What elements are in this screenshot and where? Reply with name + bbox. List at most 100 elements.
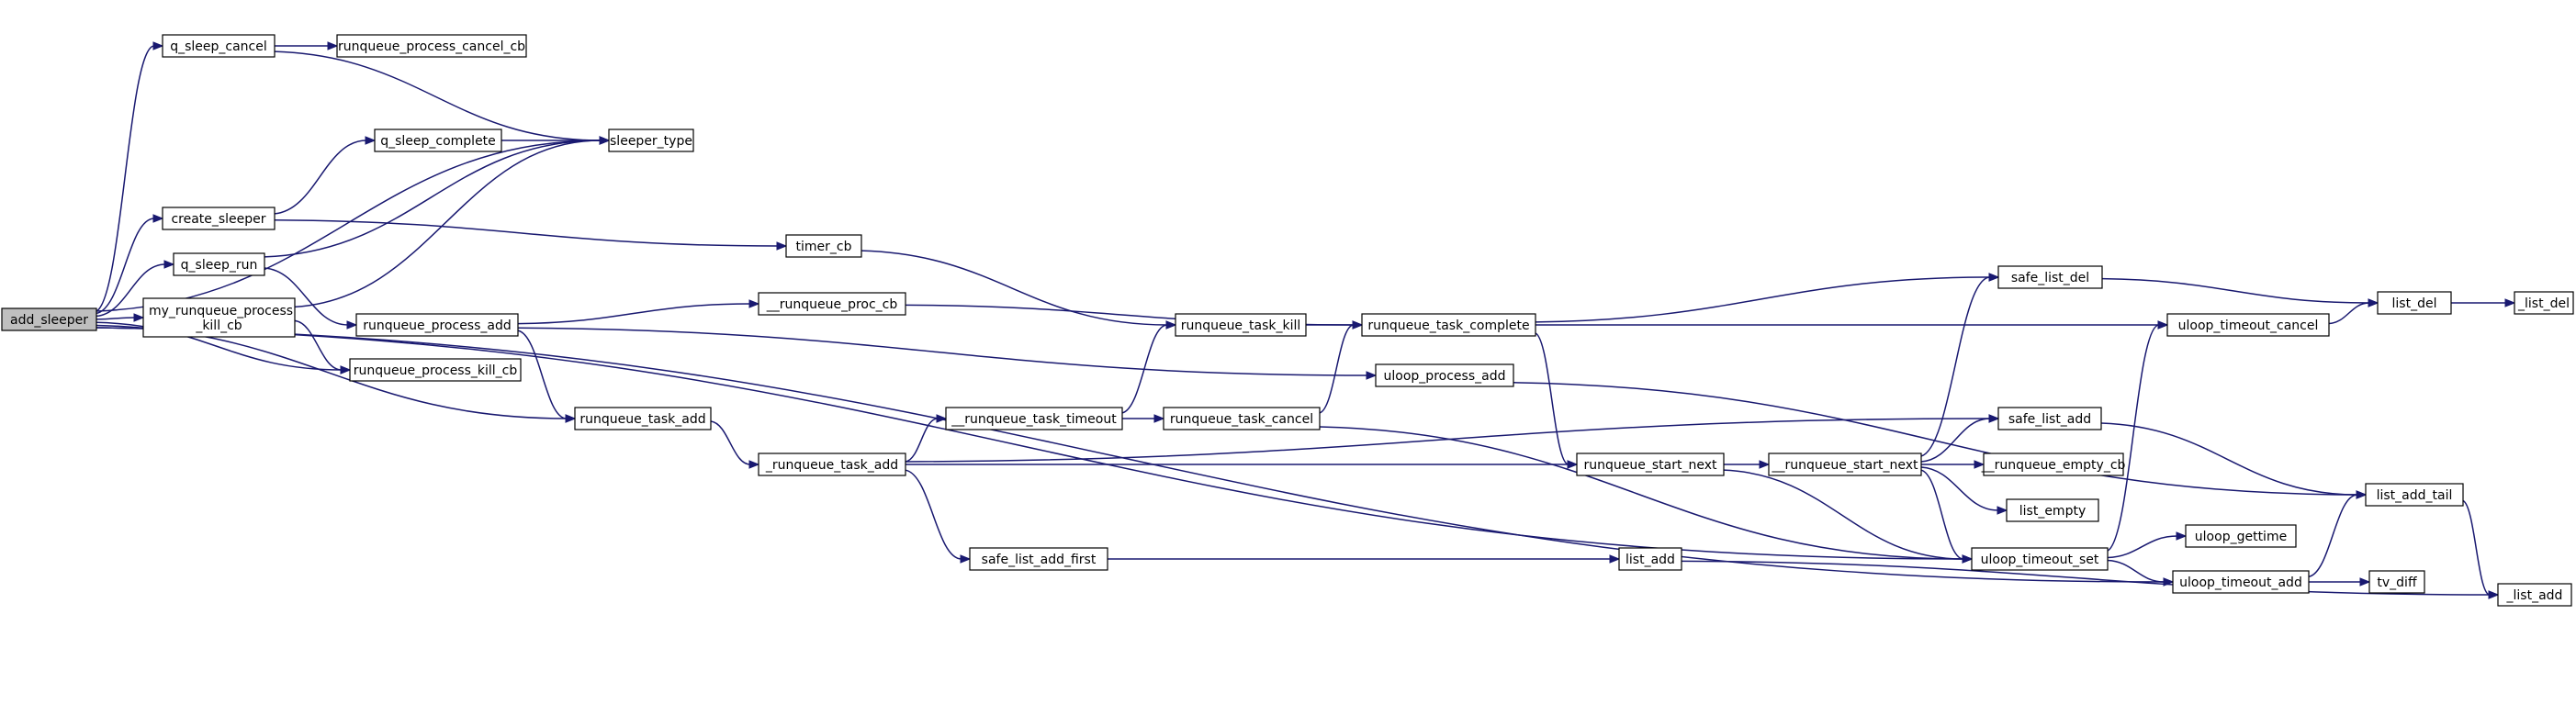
node-runqueue-process-add[interactable]: runqueue_process_add: [355, 313, 519, 337]
node-runqueue-task-kill[interactable]: runqueue_task_kill: [1175, 313, 1307, 337]
node-add-sleeper[interactable]: add_sleeper: [1, 307, 97, 331]
edge-timer_cb-to-runqueue_task_kill: [861, 250, 1177, 330]
node-list-del[interactable]: list_del: [2377, 291, 2452, 315]
node-runqueue-process-kill-cb[interactable]: runqueue_process_kill_cb: [349, 358, 522, 382]
node-box: [2172, 570, 2310, 594]
edge-arrowhead: [1567, 460, 1579, 469]
edge-arrowhead: [1988, 273, 2000, 282]
node-box: [2497, 583, 2572, 607]
edge-__runqueue_start_next-to-safe_list_add: [1920, 414, 2000, 463]
edge-list_add_tail-to-_list_add: [2462, 499, 2500, 599]
edge-arrowhead: [599, 136, 611, 145]
node-runqueue-task-add[interactable]: _runqueue_task_add: [758, 453, 906, 476]
edge-line: [264, 140, 602, 258]
node-list-add[interactable]: list_add: [1618, 547, 1682, 571]
node-safe-list-add[interactable]: safe_list_add: [1997, 407, 2102, 430]
node-label: uloop_gettime: [2195, 530, 2287, 544]
node-list-del[interactable]: _list_del: [2514, 291, 2574, 315]
edge-arrowhead: [2356, 490, 2368, 499]
node-box: [1618, 547, 1682, 571]
edge-line: [2107, 535, 2178, 559]
node-box: [2377, 291, 2452, 315]
node-box: [162, 207, 276, 230]
edge-line: [1920, 469, 1964, 560]
node-runqueue-task-complete[interactable]: runqueue_task_complete: [1361, 313, 1536, 337]
edge-uloop_timeout_add-to-tv_diff: [2309, 577, 2371, 587]
node-label: sleeper_type: [610, 134, 692, 149]
node-label: my_runqueue_process: [149, 304, 293, 318]
edge-arrowhead: [2176, 531, 2188, 541]
node-label: runqueue_process_kill_cb: [354, 363, 518, 378]
node-list-add-tail[interactable]: list_add_tail: [2365, 483, 2464, 507]
node-sleeper-type[interactable]: sleeper_type: [608, 129, 694, 152]
node-box: [349, 358, 522, 382]
edge-arrowhead: [365, 136, 377, 145]
edge-add_sleeper-to-q_sleep_run: [96, 260, 175, 318]
edge-runqueue_task_complete-to-uloop_timeout_cancel: [1535, 320, 2169, 330]
node-q-sleep-cancel[interactable]: q_sleep_cancel: [162, 34, 276, 58]
edge-arrowhead: [2368, 298, 2379, 307]
node-create-sleeper[interactable]: create_sleeper: [162, 207, 276, 230]
node-box: [2365, 483, 2464, 507]
node-list-add[interactable]: _list_add: [2497, 583, 2572, 607]
node-label: __runqueue_start_next: [1772, 458, 1918, 473]
node-label: runqueue_task_add: [579, 412, 705, 427]
node-label: q_sleep_cancel: [170, 39, 267, 54]
edge-line: [2328, 302, 2370, 325]
edge-line: [96, 45, 155, 312]
node-uloop-process-add[interactable]: uloop_process_add: [1375, 363, 1514, 387]
node-uloop-timeout-add[interactable]: uloop_timeout_add: [2172, 570, 2310, 594]
edge-arrowhead: [1153, 414, 1165, 423]
node-runqueue-task-add[interactable]: runqueue_task_add: [574, 407, 712, 430]
node-box: [1175, 313, 1307, 337]
edge-line: [2462, 499, 2491, 596]
node-box: [969, 547, 1108, 571]
node-runqueue-task-timeout[interactable]: __runqueue_task_timeout: [945, 407, 1123, 430]
edge-__runqueue_start_next-to-safe_list_del: [1920, 273, 2000, 457]
node-uloop-gettime[interactable]: uloop_gettime: [2185, 524, 2297, 548]
node-my-runqueue-process-kill-cb[interactable]: my_runqueue_process_kill_cb: [142, 297, 296, 338]
node-box: [945, 407, 1123, 430]
edge-add_sleeper-to-create_sleeper: [96, 214, 164, 315]
edge-line: [1920, 276, 1991, 457]
node-runqueue-empty-cb[interactable]: __runqueue_empty_cb: [1981, 453, 2126, 476]
node-runqueue-start-next[interactable]: __runqueue_start_next: [1768, 453, 1922, 476]
edge-__runqueue_task_timeout-to-runqueue_task_kill: [1121, 320, 1177, 414]
node-runqueue-start-next[interactable]: runqueue_start_next: [1576, 453, 1725, 476]
edge-__runqueue_task_timeout-to-runqueue_task_cancel: [1122, 414, 1165, 423]
node-timer-cb[interactable]: timer_cb: [785, 234, 862, 258]
call-edges: [96, 41, 2516, 599]
node-q-sleep-complete[interactable]: q_sleep_complete: [374, 129, 502, 152]
edge-line: [264, 267, 349, 326]
node-uloop-timeout-set[interactable]: uloop_timeout_set: [1971, 547, 2109, 571]
edge-line: [1319, 426, 1964, 560]
node-list-empty[interactable]: list_empty: [2006, 498, 2099, 522]
node-runqueue-proc-cb[interactable]: __runqueue_proc_cb: [758, 292, 906, 316]
node-q-sleep-run[interactable]: q_sleep_run: [173, 252, 265, 276]
edge-arrowhead: [327, 41, 339, 50]
edge-arrowhead: [163, 260, 175, 269]
edge-line: [274, 219, 779, 247]
edge-arrowhead: [565, 414, 577, 423]
node-box: [162, 34, 276, 58]
edge-runqueue_process_add-to-runqueue_task_add: [517, 330, 577, 423]
edge-line: [517, 327, 1368, 376]
node-safe-list-add-first[interactable]: safe_list_add_first: [969, 547, 1108, 571]
node-label: list_del: [2392, 296, 2437, 311]
edge-q_sleep_cancel-to-runqueue_process_cancel_cb: [275, 41, 339, 50]
node-tv-diff[interactable]: tv_diff: [2368, 570, 2425, 594]
node-uloop-timeout-cancel[interactable]: uloop_timeout_cancel: [2166, 313, 2330, 337]
edge-arrowhead: [776, 241, 788, 251]
node-runqueue-process-cancel-cb[interactable]: runqueue_process_cancel_cb: [336, 34, 527, 58]
edge-arrowhead: [2359, 577, 2371, 587]
node-runqueue-task-cancel[interactable]: runqueue_task_cancel: [1163, 407, 1321, 430]
edge-line: [1681, 560, 2491, 596]
node-box: [374, 129, 502, 152]
node-label: safe_list_del: [2011, 271, 2089, 285]
node-label: create_sleeper: [171, 212, 265, 227]
edge-arrowhead: [2163, 577, 2175, 587]
node-box: [1971, 547, 2109, 571]
node-label: runqueue_task_complete: [1367, 318, 1529, 333]
node-label: __runqueue_task_timeout: [951, 412, 1117, 427]
node-safe-list-del[interactable]: safe_list_del: [1997, 265, 2103, 289]
